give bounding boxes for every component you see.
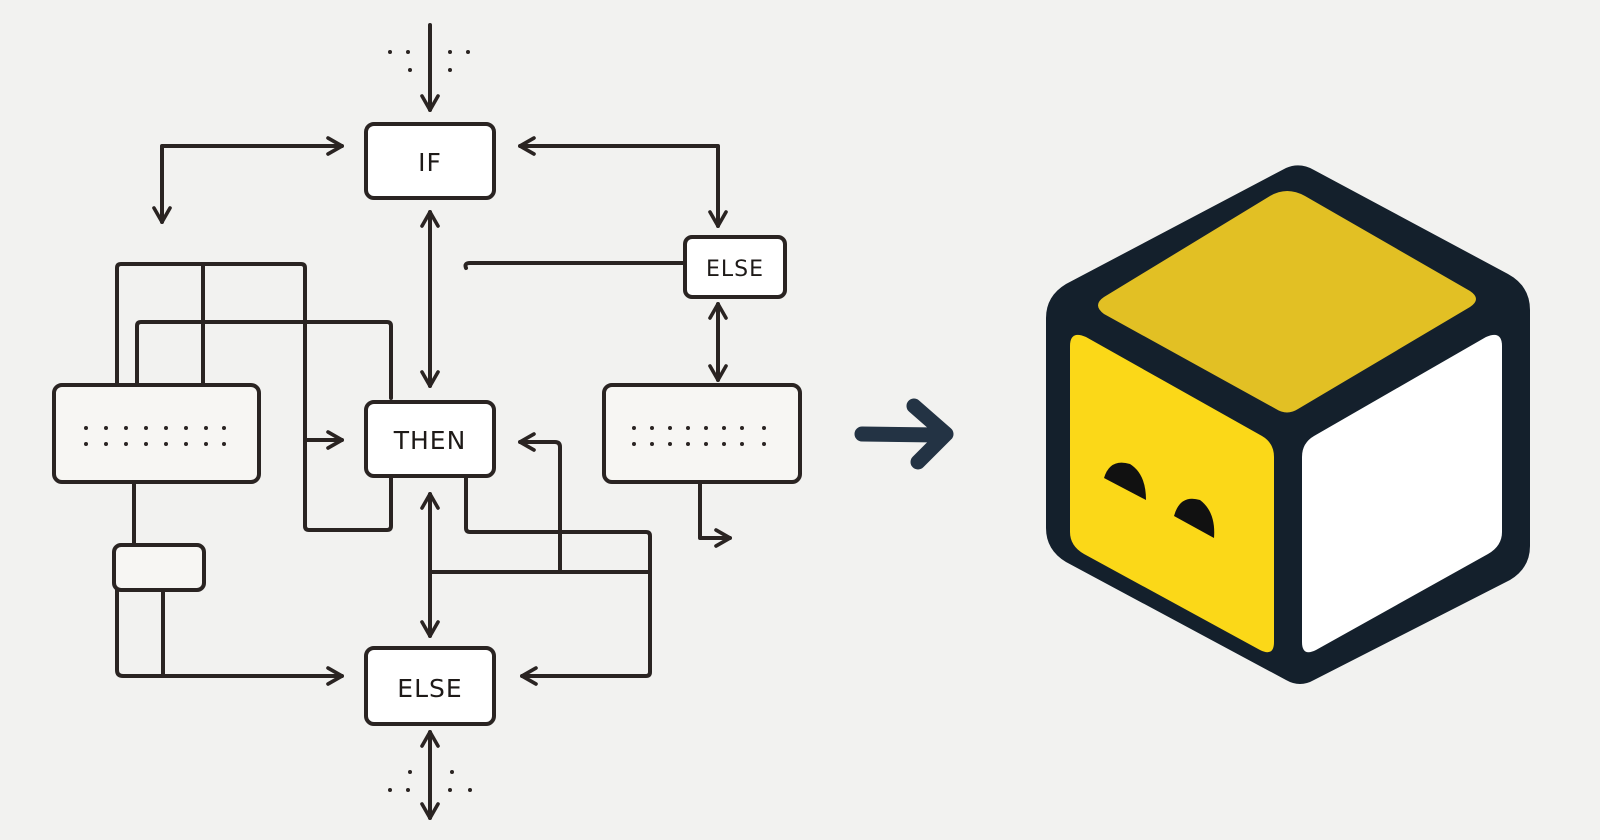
cube-left-face bbox=[1070, 334, 1274, 653]
else-side-label: ELSE bbox=[706, 257, 764, 282]
right-loop-arrow bbox=[518, 136, 728, 228]
cube-face-eyes bbox=[1104, 462, 1215, 538]
left-mid-wire bbox=[135, 320, 393, 400]
then-label: THEN bbox=[393, 426, 467, 455]
right-to-then-wire bbox=[518, 432, 562, 572]
else-node-side: ELSE bbox=[683, 235, 787, 299]
to-else-arrow bbox=[115, 588, 344, 686]
left-small-node bbox=[112, 543, 206, 592]
right-to-else-arrow bbox=[464, 476, 652, 686]
left-loop-arrow bbox=[152, 136, 344, 224]
else-main-label: ELSE bbox=[397, 674, 462, 703]
arrow-right-icon bbox=[854, 398, 954, 470]
cube-top-face bbox=[1098, 191, 1476, 413]
then-node: THEN bbox=[364, 400, 496, 478]
left-outer-wire bbox=[115, 262, 393, 532]
else-side-line bbox=[463, 261, 686, 270]
if-node: IF bbox=[364, 122, 496, 200]
else-node-main: ELSE bbox=[364, 646, 496, 726]
if-label: IF bbox=[418, 148, 442, 177]
cube-logo bbox=[1046, 165, 1530, 684]
left-placeholder-node bbox=[52, 383, 261, 484]
flowchart: IF THEN ELSE ELSE bbox=[52, 23, 802, 820]
right-placeholder-node bbox=[602, 383, 802, 484]
left-placeholder-dots bbox=[84, 426, 226, 446]
bottom-exit-dots bbox=[388, 770, 472, 792]
right-placeholder-dots bbox=[632, 426, 766, 446]
right-out-arrow bbox=[698, 480, 732, 548]
cube-right-face bbox=[1302, 334, 1502, 653]
